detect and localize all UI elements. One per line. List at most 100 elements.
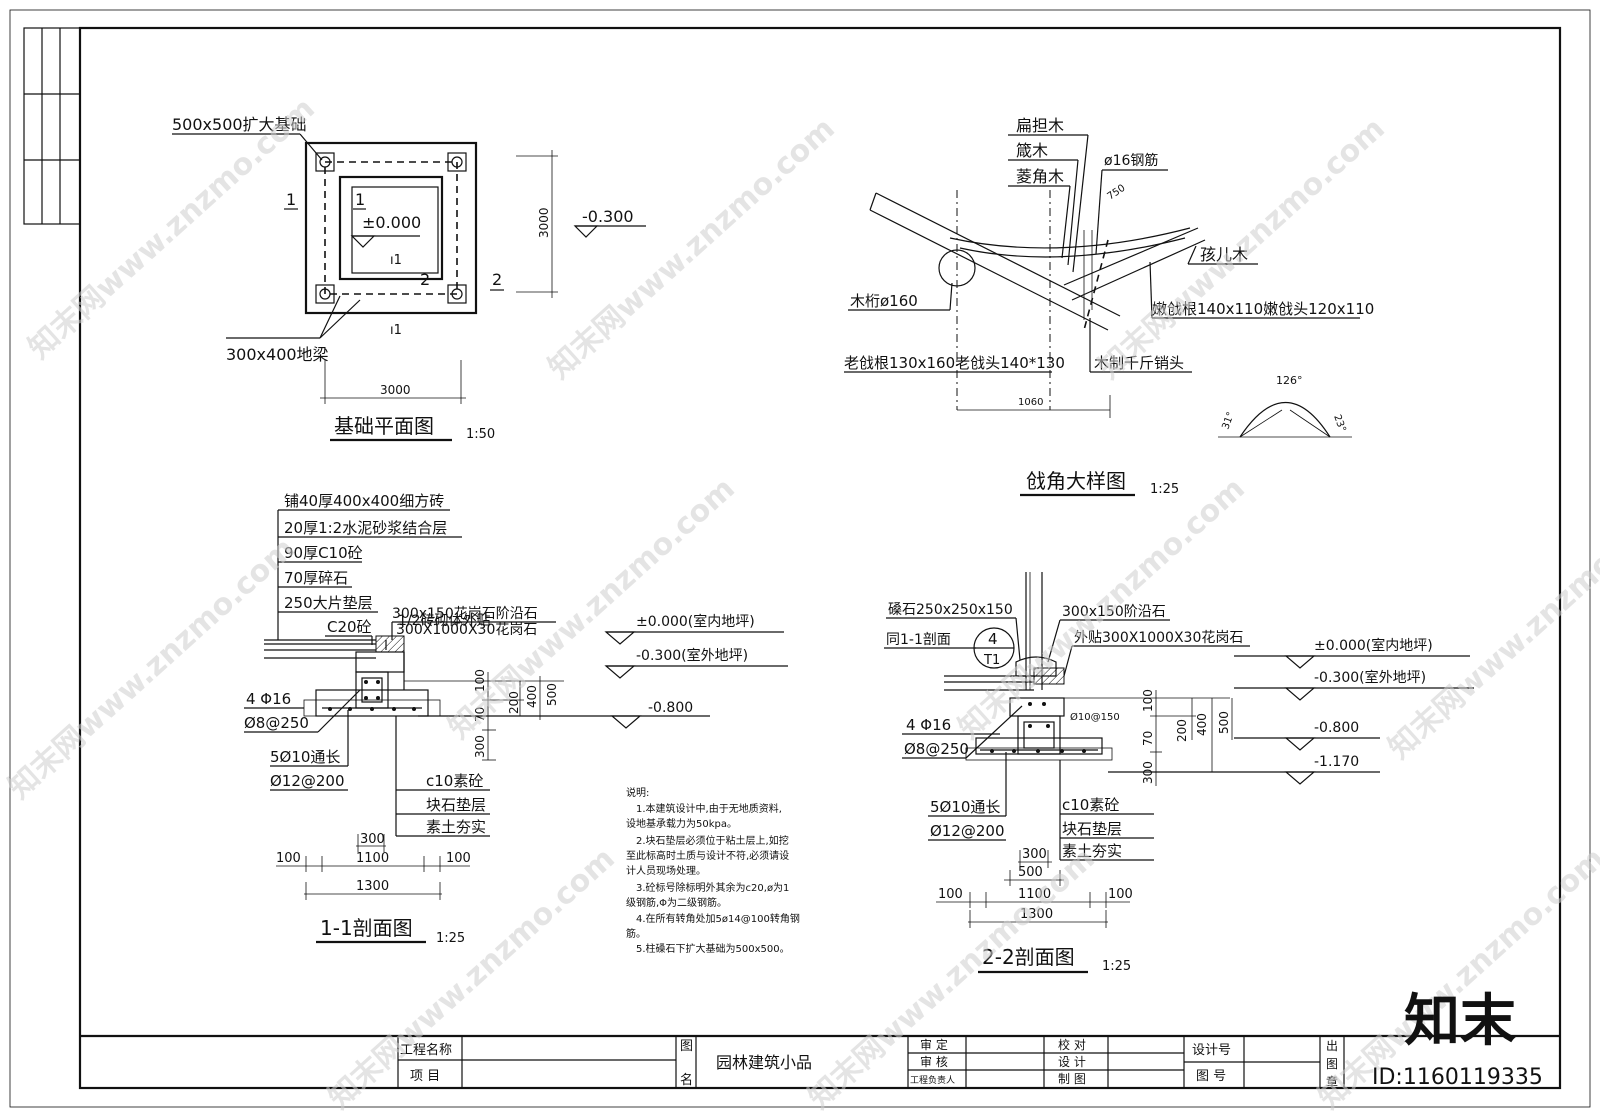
s11-dim-h-0: 300 [360, 832, 385, 847]
s22-dim-v-4: 70 [1141, 731, 1155, 746]
s22-rebar-c: 5Ø10通长 [930, 798, 1000, 816]
tb-design-no: 设计号 [1192, 1043, 1231, 1058]
section-1-1: 铺40厚400x400细方砖 20厚1:2水泥砂浆结合层 90厚C10砼 70厚… [244, 492, 788, 946]
s22-rebar-d: Ø12@200 [930, 822, 1005, 840]
corner-dim-1060: 1060 [1018, 397, 1043, 408]
s11-layer-3: 70厚碎石 [284, 569, 348, 587]
corner-dim-750: 750 [1106, 183, 1128, 203]
s11-layer-2: 90厚C10砼 [284, 544, 363, 562]
plan-dim-width: 3000 [380, 383, 411, 397]
corner-detail: 扁担木 箴木 菱角木 ø16钢筋 750 孩儿木 木桁ø160 嫩戗根140x1… [844, 116, 1374, 497]
s22-scale: 1:25 [1102, 959, 1131, 974]
plan-title: 基础平面图 [334, 414, 434, 438]
s11-level-out: -0.300(室外地坪) [636, 647, 748, 664]
plan-mark-2-right: 2 [492, 270, 502, 289]
s11-base-1: 块石垫层 [426, 796, 486, 814]
s22-dim-h-2: 100 [938, 887, 963, 902]
plan-level-inner: ±0.000 [362, 213, 421, 232]
binding-margin-grid [23, 27, 81, 225]
notes-line-9: 5.柱磉石下扩大基础为500x500。 [636, 942, 790, 955]
s22-rebar-e: Ø10@150 [1070, 711, 1120, 723]
design-notes: 说明: 1.本建筑设计中,由于无地质资料, 设地基承载力为50kpa。 2.块石… [626, 786, 800, 955]
s11-base-2: 素土夯实 [426, 818, 486, 836]
watermark-logo: 知末 [1404, 989, 1516, 1054]
s11-dim-v-1: 200 [507, 691, 521, 714]
corner-title: 戗角大样图 [1026, 469, 1126, 493]
tb-drawing-label-1: 图 [680, 1039, 693, 1054]
s11-rebar-dots [328, 680, 416, 711]
s22-dim-v-3: 500 [1217, 711, 1231, 734]
plan-mark-2-inner: 2 [420, 270, 430, 289]
s22-title: 2-2剖面图 [982, 945, 1075, 969]
s22-label-step: 300x150阶沿石 [1062, 604, 1166, 620]
watermarks: 知末网www.znzmo.com 知末网www.znzmo.com 知末网www… [2, 91, 1600, 1116]
s11-rebar-d: Ø12@200 [270, 772, 345, 790]
sheet-inner-border [78, 26, 1562, 1090]
s22-label-plinth: 磉石250x250x150 [888, 602, 1013, 618]
s22-level-out: -0.300(室外地坪) [1314, 669, 1426, 686]
corner-label-2: 菱角木 [1016, 167, 1064, 186]
corner-angle-31: 31° [1220, 411, 1236, 431]
notes-line-0: 1.本建筑设计中,由于无地质资料, [636, 802, 782, 815]
tb-drawing-no: 图 号 [1196, 1069, 1226, 1084]
s22-dim-h-1: 500 [1018, 865, 1043, 880]
watermark-text-9: 知末网www.znzmo.com [802, 841, 1102, 1116]
s22-rebar-dots [990, 702, 1086, 753]
s22-dim-v-0: 100 [1141, 689, 1155, 712]
notes-line-8: 筋。 [626, 927, 646, 940]
notes-line-7: 4.在所有转角处加5ø14@100转角钢 [636, 912, 800, 925]
s22-label-granite: 外贴300X1000X30花岗石 [1074, 630, 1243, 646]
s11-layer-4: 250大片垫层 [284, 594, 373, 612]
tb-drawing-name: 园林建筑小品 [716, 1053, 812, 1072]
s22-dim-h-0: 300 [1022, 847, 1047, 862]
label-ground-beam: 300x400地梁 [226, 345, 329, 364]
corner-label-6: 嫩戗根140x110嫩戗头120x110 [1152, 300, 1374, 318]
notes-line-5: 3.砼标号除标明外其余为c20,ø为1 [636, 881, 789, 894]
corner-scale: 1:25 [1150, 482, 1179, 497]
s11-dim-v-5: 300 [473, 735, 487, 758]
plan-dim-height: 3000 [537, 207, 551, 238]
s11-title: 1-1剖面图 [320, 916, 413, 940]
watermark-id: ID:1160119335 [1372, 1065, 1543, 1090]
notes-line-1: 设地基承载力为50kpa。 [626, 817, 737, 830]
s22-base-0: c10素砼 [1062, 796, 1119, 814]
s11-dim-v-0: 100 [473, 669, 487, 692]
s11-dim-h-1: 100 [276, 851, 301, 866]
notes-title: 说明: [626, 786, 649, 799]
foundation-plan: 500x500扩大基础 300x400地梁 1 1 ±0.000 ı1 2 2 … [172, 115, 646, 442]
watermark-text-4: 知末网www.znzmo.com [2, 531, 302, 806]
s22-dim-v-5: 300 [1141, 761, 1155, 784]
notes-line-6: 级钢筋,Φ为二级钢筋。 [626, 896, 727, 909]
s11-level-in: ±0.000(室内地坪) [636, 613, 755, 630]
s11-rebar-a: 4 Φ16 [246, 690, 291, 708]
notes-line-2: 2.块石垫层必须位于粘土层上,如挖 [636, 834, 789, 847]
corner-column-markers [315, 152, 467, 304]
tb-approve: 审 定 [920, 1037, 948, 1052]
sheet-outer-border [9, 9, 1591, 1108]
s22-dim-h-3: 1100 [1018, 887, 1051, 902]
corner-angle-126: 126° [1276, 374, 1303, 387]
watermark-text-7: 知末网www.znzmo.com [1382, 491, 1600, 766]
s22-label-same: 同1-1剖面 [886, 632, 951, 648]
s11-layer-0: 铺40厚400x400细方砖 [284, 492, 444, 510]
s11-base-0: c10素砼 [426, 772, 483, 790]
corner-angle-23: 23° [1331, 413, 1347, 433]
s22-base-2: 素土夯实 [1062, 842, 1122, 860]
tb-check: 校 对 [1058, 1037, 1086, 1052]
s22-dim-h-4: 100 [1108, 887, 1133, 902]
plan-mark-i1-bottom: ı1 [390, 323, 402, 338]
corner-label-8: 木制千斤销头 [1094, 354, 1184, 372]
s11-dim-v-3: 500 [545, 683, 559, 706]
corner-label-0: 扁担木 [1016, 116, 1064, 135]
corner-label-5: 木桁ø160 [850, 292, 918, 310]
plan-mark-1-left: 1 [286, 190, 296, 209]
s11-dim-h-4: 1300 [356, 879, 389, 894]
s22-dim-h-5: 1300 [1020, 907, 1053, 922]
s11-dim-h-2: 1100 [356, 851, 389, 866]
tb-stamp-2: 图 [1326, 1057, 1338, 1071]
s11-rebar-b: Ø8@250 [244, 714, 309, 732]
s22-dim-v-2: 400 [1195, 713, 1209, 736]
s11-dim-v-4: 70 [473, 707, 487, 722]
s11-rebar-c: 5Ø10通长 [270, 748, 340, 766]
s11-scale: 1:25 [436, 931, 465, 946]
